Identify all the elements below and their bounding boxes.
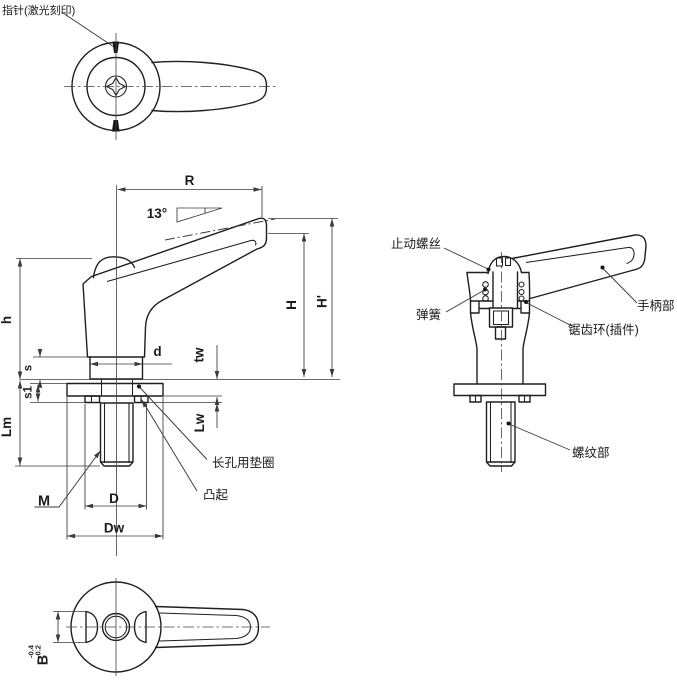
dim-label-B: B	[36, 655, 52, 665]
set-screw-slot-right	[504, 257, 512, 267]
dim-label-H: H	[284, 300, 299, 310]
front-view-handle-edge-line	[106, 239, 257, 283]
side-view-stud	[485, 401, 516, 467]
front-view-dimensions	[15, 186, 340, 540]
spring-coil	[518, 295, 525, 302]
side-view-washer	[453, 383, 547, 397]
spring-label: 弹簧	[416, 307, 441, 322]
set-screw-label: 止动螺丝	[391, 237, 441, 251]
front-view-handle-outline	[82, 217, 268, 358]
thread-part-label: 螺纹部	[572, 445, 610, 460]
top-view-lever-arm	[151, 60, 268, 113]
handle-leader	[602, 268, 638, 304]
pointer-label: 指针(激光刻印)	[2, 3, 75, 17]
slope-triangle-icon	[176, 207, 223, 223]
front-view-washer-inner-lines	[100, 383, 134, 396]
side-view-protrusion-left	[469, 394, 482, 403]
serrated-ring-lines	[469, 300, 531, 314]
spring-coil	[482, 281, 489, 288]
spring-coil	[518, 288, 525, 296]
dim-label-tw: tw	[192, 347, 207, 362]
dim-label-B-tol-lower: -0.4	[27, 644, 36, 658]
side-view-nut-inner	[492, 310, 510, 326]
serrated-ring-leader	[526, 302, 575, 328]
side-view-nut	[488, 307, 514, 328]
side-view-body-right-edge	[522, 271, 531, 385]
bottom-view-arm-outer	[154, 605, 260, 649]
dim-label-R: R	[185, 173, 195, 188]
dim-label-angle: 13°	[147, 206, 167, 221]
side-view-body-left-edge	[466, 271, 478, 385]
spring-coil	[518, 281, 525, 288]
dim-label-Lw: Lw	[192, 413, 207, 432]
set-screw-slot-left	[495, 257, 504, 267]
bottom-view-flat-left	[85, 610, 99, 644]
dim-label-h: h	[0, 316, 14, 324]
dim-label-d: d	[153, 344, 161, 359]
dim-label-M: M	[38, 494, 50, 510]
front-view-washer	[66, 382, 164, 397]
side-view-thread-lines	[489, 402, 512, 463]
dim-label-H-prime: H'	[315, 295, 330, 308]
front-view	[66, 185, 268, 556]
handle-part-label: 手柄部	[637, 298, 675, 313]
slot-washer-leader-dot	[137, 384, 141, 389]
set-screw-leader	[443, 247, 489, 270]
front-view-protrusion-left	[84, 395, 101, 404]
bottom-view	[53, 578, 270, 676]
spring-leader	[445, 289, 485, 313]
front-view-cap-dome	[92, 256, 136, 279]
dim-label-s: s	[23, 365, 35, 371]
side-view-shaft	[492, 271, 519, 309]
spring-leader-dot	[483, 287, 487, 292]
handle-axis-line	[164, 218, 276, 241]
dim-label-D: D	[109, 491, 119, 506]
set-screw-leader-dot	[486, 267, 491, 272]
handle-leader-dot	[600, 265, 605, 270]
serrated-ring-label: 锯齿环(插件)	[568, 322, 639, 337]
dim-label-Dw: Dw	[104, 521, 125, 536]
protrusion-leader	[141, 399, 198, 492]
side-view-stem	[494, 326, 507, 340]
side-view-cap-dome	[487, 255, 523, 275]
side-view-protrusion-right	[518, 394, 531, 403]
side-view-handle-inner-line	[525, 246, 635, 265]
dim-label-Lm: Lm	[0, 417, 14, 437]
thread-leader	[508, 423, 571, 451]
dim-label-s1: s1	[23, 386, 35, 399]
dim-label-B-tol-upper: -0.2	[34, 645, 43, 658]
protrusion-label: 凸起	[203, 488, 229, 502]
thread-size-leader	[34, 450, 101, 508]
slot-washer-label: 长孔用垫圈	[212, 455, 275, 470]
thread-leader-dot	[506, 421, 511, 426]
text-labels: 指针(激光刻印) R 13° H H' h d tw s s1 Lm Lw M …	[0, 3, 675, 665]
side-view	[443, 234, 647, 472]
side-view-handle-top-edge	[511, 234, 647, 300]
pointer-leader-line	[62, 12, 115, 48]
front-view-thread-lines	[103, 403, 130, 463]
serrated-ring-leader-dot	[524, 300, 528, 304]
slot-washer-leader	[138, 386, 208, 460]
top-view	[62, 12, 277, 140]
